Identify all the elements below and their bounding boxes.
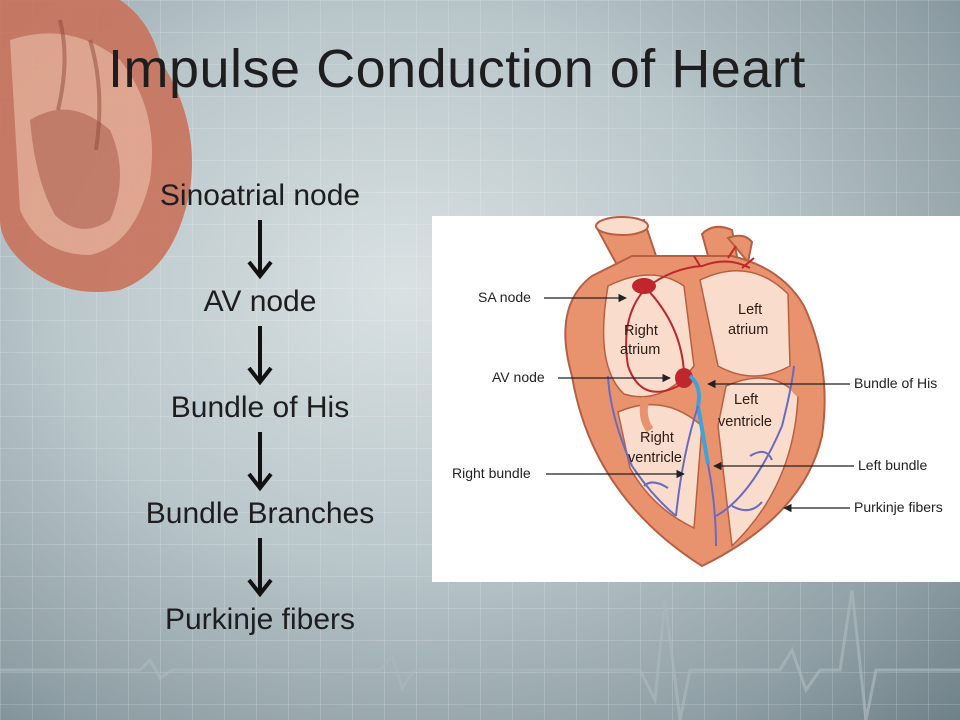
callout-right-bundle: Right bundle: [452, 465, 531, 481]
label-left-atrium-line1: Left: [738, 302, 762, 318]
av-node-marker: [675, 368, 693, 388]
label-right-ventricle-line1: Right: [640, 430, 674, 446]
down-arrow-icon: [247, 326, 273, 386]
label-right-atrium-line1: Right: [624, 323, 658, 339]
callout-sa-node: SA node: [478, 289, 531, 305]
down-arrow-icon: [247, 432, 273, 492]
callout-av-node: AV node: [492, 369, 545, 385]
flow-step-av-node: AV node: [203, 285, 317, 318]
down-arrow-icon: [247, 220, 273, 280]
label-right-ventricle-line2: ventricle: [628, 450, 682, 466]
flow-step-bundle-branches: Bundle Branches: [145, 497, 375, 530]
callout-bundle-of-his: Bundle of His: [854, 375, 937, 391]
label-left-ventricle-line1: Left: [734, 392, 758, 408]
flow-step-bundle-of-his: Bundle of His: [170, 391, 350, 424]
sa-node-marker: [632, 278, 656, 294]
label-right-atrium-line2: atrium: [620, 342, 660, 358]
conduction-flow: Sinoatrial node AV node Bundle of His Bu…: [100, 176, 420, 640]
callout-purkinje-fibers: Purkinje fibers: [854, 499, 943, 515]
heart-conduction-diagram: Right atrium Left atrium Left ventricle …: [432, 216, 960, 582]
slide-title: Impulse Conduction of Heart: [108, 39, 806, 99]
heart-diagram-svg: Right atrium Left atrium Left ventricle …: [452, 216, 943, 568]
callout-left-bundle: Left bundle: [858, 457, 927, 473]
conduction-pathway: [607, 245, 795, 547]
heart-shape: [564, 216, 826, 568]
label-left-ventricle-line2: ventricle: [718, 414, 772, 430]
down-arrow-icon: [247, 538, 273, 598]
callout-lines: [544, 293, 854, 513]
label-left-atrium-line2: atrium: [728, 322, 768, 338]
flow-step-sinoatrial-node: Sinoatrial node: [159, 179, 361, 212]
flow-step-purkinje-fibers: Purkinje fibers: [164, 603, 356, 636]
